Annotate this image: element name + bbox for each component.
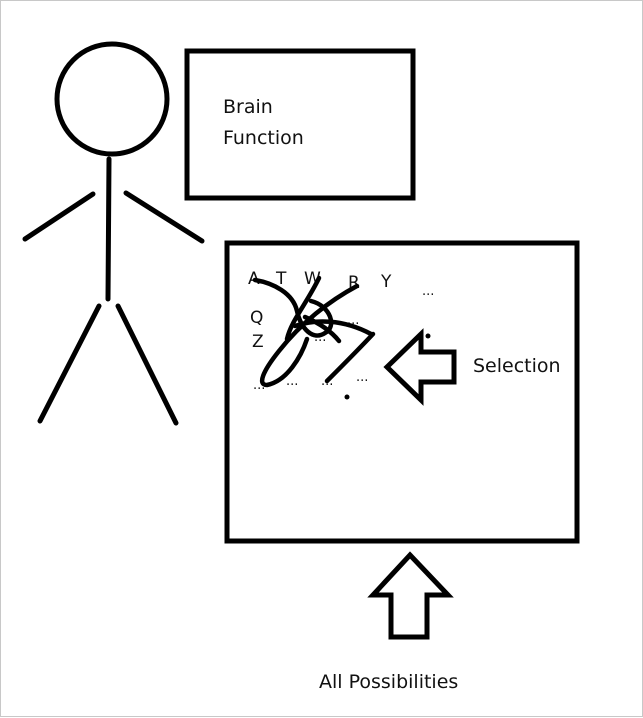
scribble-stroke-5 [324,331,376,384]
brain-function-label-line1: Brain [223,96,273,118]
stick-figure-left-arm [22,191,96,242]
letter-t: T [275,269,287,289]
dot-2 [344,394,350,400]
stick-figure-right-leg [115,303,179,426]
possibilities-box [224,240,580,544]
all-possibilities-arrow [367,551,454,640]
scribble-stroke-1 [252,277,334,338]
letter-q: Q [250,308,263,328]
stick-figure-body [105,156,112,302]
dot-1 [425,333,431,339]
brain-function-label-line2: Function [223,127,304,149]
selection-label: Selection [473,355,561,377]
letter-z: Z [252,332,264,352]
all-possibilities-label: All Possibilities [319,671,458,693]
letter-y: Y [380,272,392,292]
scribble-stroke-2 [284,275,322,342]
ellipsis-5: ... [286,374,298,389]
stick-figure-left-leg [37,303,102,424]
selection-arrow [383,328,457,406]
ellipsis-7: ... [356,370,368,385]
scribble-stroke-3 [259,283,360,388]
scribble-stroke-4 [292,319,374,337]
selection-scribble [252,275,376,388]
ellipsis-1: ... [422,284,434,299]
scribble-stroke-6 [302,314,342,344]
stick-figure-head [54,41,170,157]
brain-function-box [184,48,416,201]
stick-figure-right-arm [123,190,205,244]
stick-figure [22,41,205,426]
